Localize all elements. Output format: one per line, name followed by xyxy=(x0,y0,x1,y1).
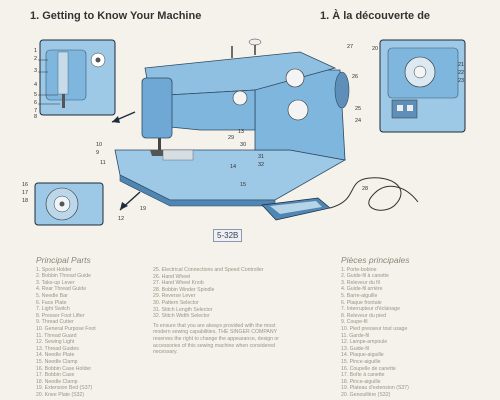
singer-reserve-note: To ensure that you are always provided w… xyxy=(153,322,280,356)
inset-bobbin-area xyxy=(34,182,104,226)
callout-number: 5 xyxy=(34,92,37,98)
callout-numbers: 1234567891011121314151617181920212223242… xyxy=(22,44,464,222)
callout-number: 9 xyxy=(96,150,99,156)
parts-list-english-continued: 25. Electrical Connections and Speed Con… xyxy=(153,267,293,356)
parts-list-item: 11. Garde-fil xyxy=(341,332,370,339)
parts-list-item: 29. Reverse Lever xyxy=(153,293,196,300)
parts-list-item: 26. Hand Wheel xyxy=(153,273,191,280)
model-label: 5-32B xyxy=(213,229,243,242)
parts-list-item: 2. Guide-fil à canette xyxy=(341,273,389,280)
parts-list-item: 17. Boîte à canette xyxy=(341,372,385,379)
parts-list-item: 18. Pince-aiguille xyxy=(341,378,381,385)
page-title-french: 1. À la découverte de xyxy=(320,10,431,22)
callout-number: 7 xyxy=(34,108,37,114)
parts-list-item: 20. Genouillère (S32) xyxy=(341,391,391,398)
parts-list-item: 4. Guide-fil arrière xyxy=(341,286,383,293)
callout-number: 15 xyxy=(240,182,246,188)
parts-list-item: 28. Bobbin Winder Spindle xyxy=(153,286,215,293)
parts-list-item: 12. Lampe-ampoule xyxy=(341,339,388,346)
parts-list-item: 4. Rear Thread Guide xyxy=(36,286,87,293)
sewing-machine-illustration: 1234567891011121314151617181920212223242… xyxy=(22,38,466,226)
parts-list-item: 2. Bobbin Thread Guide xyxy=(36,273,91,280)
callout-number: 22 xyxy=(458,70,464,76)
callout-number: 16 xyxy=(22,182,28,188)
parts-list-item: 8. Presser Foot Lifter xyxy=(36,312,85,319)
foot-controller xyxy=(261,177,419,221)
inset-rear-view xyxy=(379,39,466,133)
callout-number: 24 xyxy=(355,118,361,124)
parts-list-item: 10. Pied presseur tout usage xyxy=(341,325,408,332)
callout-number: 11 xyxy=(100,160,106,166)
parts-list-item: 16. Coupelle de canette xyxy=(341,365,396,372)
parts-list-item: 17. Bobbin Case xyxy=(36,372,75,379)
parts-list-item: 9. Thread Cutter xyxy=(36,319,74,326)
parts-list-item: 32. Stitch Width Selector xyxy=(153,313,210,320)
parts-list-item: 12. Sewing Light xyxy=(36,339,75,346)
parts-list-item: 14. Needle Plate xyxy=(36,352,75,359)
parts-list-item: 27. Hand Wheel Knob xyxy=(153,280,204,287)
parts-list-item: 14. Plaque-aiguille xyxy=(341,352,384,359)
callout-number: 25 xyxy=(355,106,361,112)
parts-heading-french: Pièces principales xyxy=(341,255,410,265)
callout-number: 18 xyxy=(22,198,28,204)
parts-list-item: 10. General Purpose Foot xyxy=(36,325,96,332)
parts-list-item: 5. Barre-aiguille xyxy=(341,292,378,299)
parts-list-item: 15. Needle Clamp xyxy=(36,358,78,365)
callout-number: 29 xyxy=(228,135,234,141)
callout-number: 19 xyxy=(140,206,146,212)
parts-list-item: 11. Thread Guard xyxy=(36,332,77,339)
callout-number: 12 xyxy=(118,216,124,222)
callout-number: 8 xyxy=(34,114,37,120)
inset-side-view xyxy=(38,39,116,116)
parts-list-item: 5. Needle Bar xyxy=(36,292,68,299)
callout-number: 10 xyxy=(96,142,102,148)
parts-list-item: 15. Pince-aiguille xyxy=(341,358,381,365)
parts-list-item: 1. Spool Holder xyxy=(36,266,72,273)
parts-list-item: 8. Releveur du pied xyxy=(341,312,386,319)
callout-number: 20 xyxy=(372,46,378,52)
callout-number: 3 xyxy=(34,68,37,74)
parts-list-item: 19. Extension Bed (S37) xyxy=(36,385,93,392)
parts-heading-english: Principal Parts xyxy=(36,255,91,265)
callout-number: 1 xyxy=(34,48,37,54)
parts-list-item: 30. Pattern Selector xyxy=(153,299,199,306)
parts-list-item: 25. Electrical Connections and Speed Con… xyxy=(153,267,264,273)
callout-number: 6 xyxy=(34,100,37,106)
parts-list-item: 3. Take-up Lever xyxy=(36,279,75,286)
parts-list-item: 6. Plaque frontale xyxy=(341,299,382,306)
parts-list-item: 16. Bobbin Case Holder xyxy=(36,365,92,372)
parts-list-item: 1. Porte-bobine xyxy=(341,266,377,273)
callout-number: 26 xyxy=(352,74,358,80)
parts-list-item: 13. Guide-fil xyxy=(341,345,369,352)
callout-number: 17 xyxy=(22,190,28,196)
callout-number: 23 xyxy=(458,78,464,84)
callout-number: 28 xyxy=(362,186,368,192)
parts-list-item: 18. Needle Clamp xyxy=(36,378,78,385)
callout-number: 21 xyxy=(458,62,464,68)
callout-number: 4 xyxy=(34,82,37,88)
callout-number: 32 xyxy=(258,162,264,168)
parts-list-item: 20. Knee Plate (S32) xyxy=(36,391,85,398)
parts-list-item: 9. Coupe-fil xyxy=(341,319,368,326)
parts-list-item: 7. Interrupteur d'éclairage xyxy=(341,306,400,313)
callout-number: 30 xyxy=(240,142,246,148)
callout-number: 14 xyxy=(230,164,236,170)
parts-list-item: 19. Plateau d'extension (S37) xyxy=(341,385,409,392)
page-title-english: 1. Getting to Know Your Machine xyxy=(30,10,202,22)
parts-list-item: 31. Stitch Length Selector xyxy=(153,306,213,313)
parts-list-item: 7. Light Switch xyxy=(36,306,70,313)
callout-number: 31 xyxy=(258,154,264,160)
main-machine xyxy=(114,38,350,207)
parts-list-item: 6. Face Plate xyxy=(36,299,67,306)
parts-list-item: 13. Thread Guides xyxy=(36,345,79,352)
parts-list-item: 3. Releveur du fil xyxy=(341,279,380,286)
callout-number: 2 xyxy=(34,56,37,62)
callout-number: 27 xyxy=(347,44,353,50)
callout-number: 13 xyxy=(238,129,244,135)
